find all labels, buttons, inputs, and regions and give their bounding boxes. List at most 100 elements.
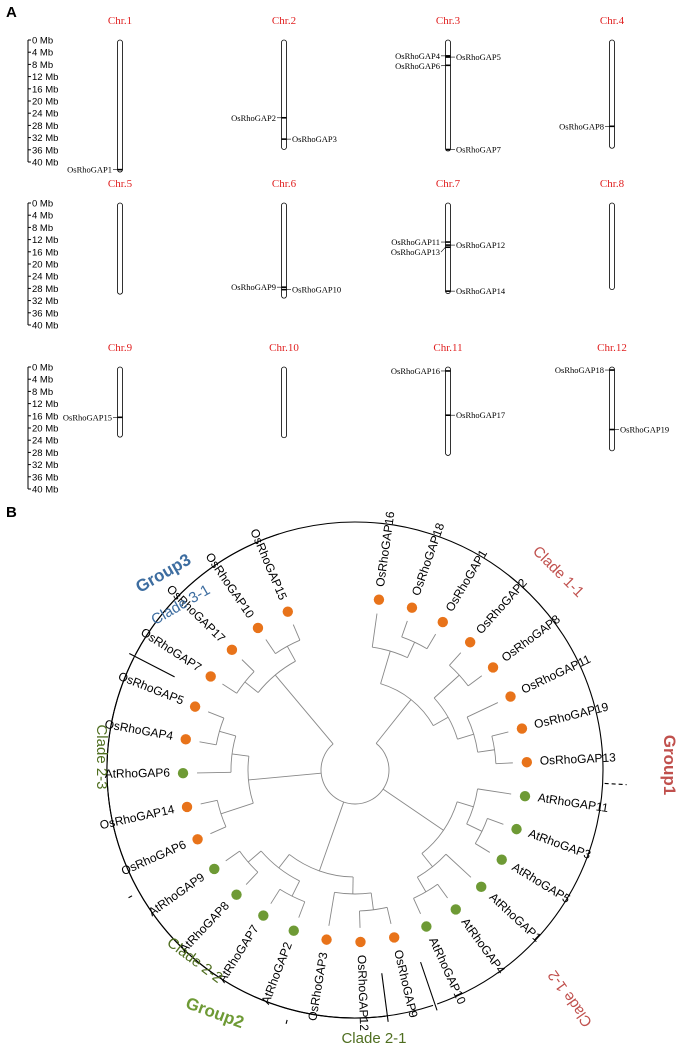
branch — [291, 880, 301, 897]
branch — [278, 854, 290, 869]
leaf-label: OsRhoGAP5 — [116, 669, 186, 708]
chromosome-bar — [609, 366, 615, 452]
scale-tick-label: 4 Mb — [32, 48, 53, 59]
scale-tick-label: 12 Mb — [32, 235, 58, 246]
branch — [477, 749, 495, 753]
leaf-dot — [421, 921, 432, 932]
scale-tick-label: 40 Mb — [32, 321, 58, 332]
scale-tick-label: 12 Mb — [32, 72, 58, 83]
leaf-label: OsRhoGAP4 — [104, 717, 175, 743]
branch — [286, 646, 296, 662]
branch — [220, 802, 254, 815]
branch-arc — [260, 850, 300, 882]
group2-arc — [106, 657, 434, 1019]
chromosome-title: Chr.9 — [108, 342, 133, 354]
branch — [292, 624, 301, 641]
gene-label: OsRhoGAP15 — [63, 412, 112, 422]
scale-tick-label: 4 Mb — [32, 211, 53, 222]
scale-tick-label: 24 Mb — [32, 436, 58, 447]
leaf-dot — [464, 637, 476, 648]
leaf-label: OsRhoGAP19 — [533, 699, 610, 731]
leaf-dot — [476, 881, 487, 893]
chromosome-5: Chr.5 — [108, 178, 133, 295]
scale-tick-label: 16 Mb — [32, 84, 58, 95]
gene-label: OsRhoGAP11 — [391, 237, 440, 247]
branch — [401, 620, 408, 638]
gene-label: OsRhoGAP5 — [456, 52, 501, 62]
chromosome-title: Chr.5 — [108, 178, 133, 190]
scale-tick-label: 8 Mb — [32, 223, 53, 234]
branch — [382, 788, 444, 831]
branch — [416, 876, 427, 893]
scale-tick-label: 0 Mb — [32, 36, 53, 47]
leaf-label: OsRhoGAP13 — [539, 750, 616, 767]
gene-label: OsRhoGAP3 — [292, 134, 337, 144]
leaf-dot — [231, 889, 242, 900]
gene-leader — [440, 247, 446, 253]
leaf-label: OsRhoGAP18 — [409, 521, 448, 598]
scale-tick-label: 40 Mb — [32, 158, 58, 169]
scale-tick-label: 4 Mb — [32, 375, 53, 386]
gene-label: OsRhoGAP1 — [67, 165, 112, 175]
clade-1-2-label: Clade 1-2 — [545, 967, 596, 1030]
branch — [495, 762, 513, 765]
branch — [200, 799, 218, 805]
gene-label: OsRhoGAP16 — [391, 366, 440, 376]
leaf-dot — [496, 854, 507, 865]
leaf-dot — [321, 934, 332, 945]
scale-tick-label: 28 Mb — [32, 284, 58, 295]
leaf-dot — [181, 801, 193, 813]
branch — [231, 753, 249, 757]
leaf-dot — [450, 904, 461, 915]
scale-tick-label: 0 Mb — [32, 199, 53, 210]
branch — [370, 892, 374, 910]
chromosome-title: Chr.8 — [600, 178, 625, 190]
branch — [386, 907, 392, 924]
leaf-dot — [192, 834, 203, 845]
leaf-label: AtRhoGAP11 — [537, 790, 610, 815]
gene-label: OsRhoGAP14 — [456, 286, 506, 296]
branch — [487, 818, 504, 825]
leaf-dot — [209, 863, 220, 875]
leaf-dot — [258, 910, 269, 921]
gene-label: OsRhoGAP9 — [231, 282, 276, 292]
branch — [467, 675, 483, 687]
leaf-dot — [505, 691, 516, 702]
chromosome-bar — [445, 202, 451, 294]
leaf-label: OsRhoGAP8 — [499, 612, 563, 665]
branch — [197, 771, 232, 774]
scale-tick-label: 40 Mb — [32, 485, 58, 496]
scale-tick-label: 16 Mb — [32, 411, 58, 422]
leaf-dot — [437, 616, 448, 628]
branch — [433, 674, 460, 699]
leaf-dot — [388, 932, 400, 943]
gene-label: OsRhoGAP2 — [231, 113, 276, 123]
branch — [426, 633, 437, 649]
scale-tick-label: 24 Mb — [32, 109, 58, 120]
branch — [413, 898, 421, 914]
leaf-dot — [519, 790, 531, 802]
scale-tick-label: 32 Mb — [32, 296, 58, 307]
leaf-label: OsRhoGAP12 — [355, 955, 371, 1032]
chromosome-title: Chr.2 — [272, 15, 296, 27]
chromosome-bar — [117, 39, 123, 173]
leaf-label: AtRhoGAP9 — [146, 870, 208, 919]
gene-label: OsRhoGAP8 — [559, 121, 604, 131]
gene-label: OsRhoGAP18 — [555, 365, 604, 375]
scale-tick-label: 20 Mb — [32, 97, 58, 108]
scale-tick-label: 16 Mb — [32, 247, 58, 258]
leaf-dot — [487, 662, 499, 673]
leaf-dot — [406, 602, 418, 613]
branch — [328, 892, 335, 926]
leaf-label: OsRhoGAP1 — [443, 547, 491, 614]
panel-label-b: B — [6, 504, 17, 521]
chromosome-title: Chr.10 — [269, 342, 299, 354]
scale-tick-label: 0 Mb — [32, 363, 53, 374]
